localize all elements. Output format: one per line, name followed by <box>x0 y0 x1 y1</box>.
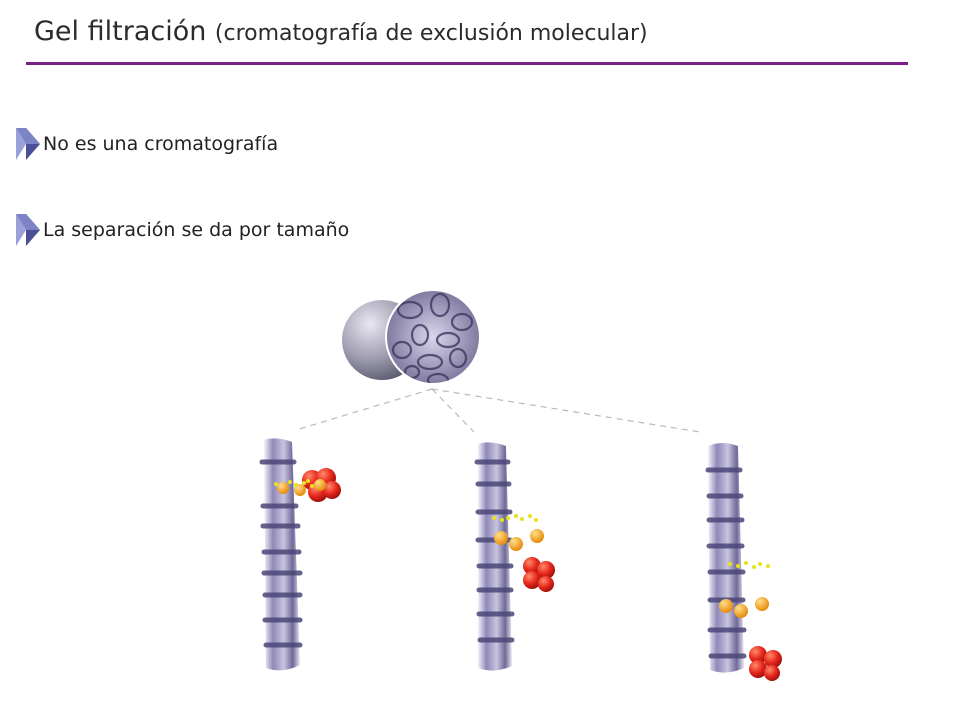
connector-lines <box>295 388 701 433</box>
gel-column-1 <box>259 438 303 671</box>
molecule-cluster-2 <box>492 514 555 592</box>
gel-bead-magnified <box>385 289 481 385</box>
title-parenthetical: (cromatografía de exclusión molecular) <box>214 21 648 46</box>
gel-column-2 <box>474 442 515 671</box>
slide-title: Gel filtración (cromatografía de exclusi… <box>34 16 648 47</box>
bullet-item: No es una cromatografía <box>14 126 278 162</box>
title-underline <box>26 62 908 65</box>
molecule-cluster-1 <box>274 468 341 502</box>
title-main: Gel filtración <box>34 16 215 47</box>
gel-column-3 <box>705 443 747 673</box>
bullet-text: La separación se da por tamaño <box>43 219 350 241</box>
bullet-text: No es una cromatografía <box>43 133 279 155</box>
triangle-bullet-icon <box>16 214 40 246</box>
bullet-item: La separación se da por tamaño <box>14 212 349 248</box>
triangle-bullet-icon <box>16 128 40 160</box>
molecule-cluster-3 <box>719 561 782 681</box>
